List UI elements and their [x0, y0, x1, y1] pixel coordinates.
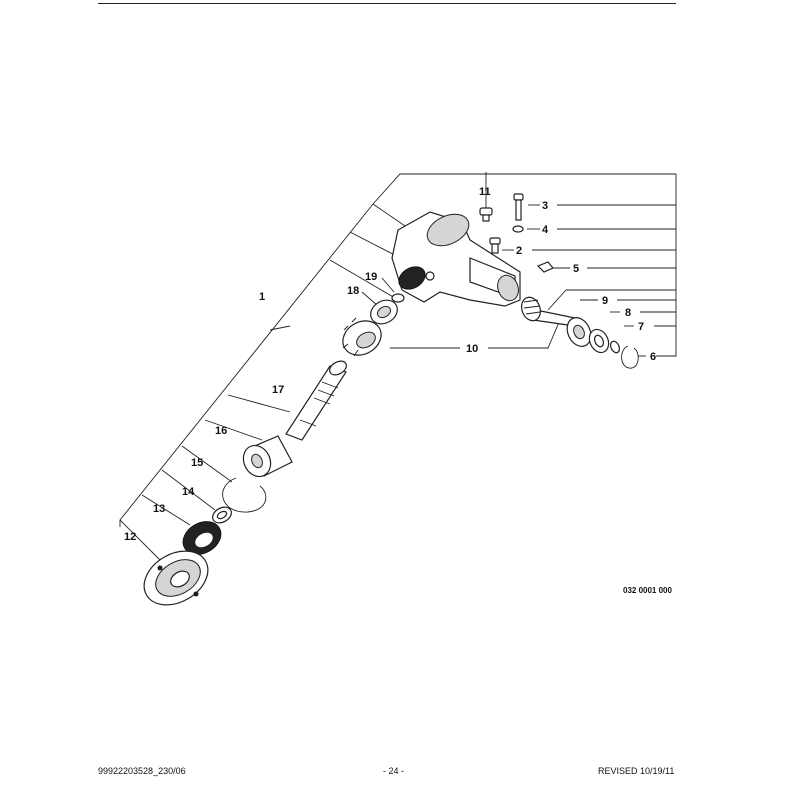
screw-11	[479, 207, 493, 222]
callout-8: 8	[625, 307, 631, 319]
callout-13: 13	[153, 503, 165, 515]
callout-12: 12	[124, 531, 136, 543]
bearing-18	[370, 299, 398, 325]
callout-11: 11	[479, 186, 491, 198]
callout-6: 6	[650, 351, 656, 363]
parts	[143, 193, 639, 606]
output-shaft-17	[285, 360, 347, 441]
spacer-8	[588, 328, 610, 354]
callout-5: 5	[573, 263, 579, 275]
callout-16: 16	[215, 425, 227, 437]
washer-19	[391, 293, 405, 303]
callout-14: 14	[182, 486, 195, 498]
callout-3: 3	[542, 200, 548, 212]
footer-document-number: 99922203528_230/06	[98, 766, 186, 776]
callout-4: 4	[542, 224, 549, 236]
key-5	[536, 261, 554, 273]
drawing-code: 032 0001 000	[623, 586, 672, 595]
callout-7: 7	[638, 321, 644, 333]
ring-7	[609, 340, 621, 354]
bearing-9	[566, 317, 592, 347]
callout-18: 18	[347, 285, 359, 297]
callout-15: 15	[191, 457, 203, 469]
cover-12	[143, 550, 209, 606]
circlip-15	[222, 477, 267, 513]
callout-17: 17	[272, 384, 284, 396]
callout-10: 10	[466, 343, 478, 355]
callout-9: 9	[602, 295, 608, 307]
gear-housing	[391, 211, 521, 307]
spacer-14	[212, 506, 232, 524]
footer-revision: REVISED 10/19/11	[598, 766, 675, 776]
leader-lines	[119, 172, 677, 561]
bevel-gear-10	[342, 317, 382, 357]
screw-3	[513, 193, 524, 221]
callout-2: 2	[516, 245, 522, 257]
pinion-shaft	[520, 296, 576, 327]
callout-19: 19	[365, 271, 377, 283]
callout-1: 1	[259, 291, 265, 303]
bearing-16	[242, 435, 293, 478]
washer-4	[512, 225, 524, 233]
screw-2	[489, 237, 501, 254]
callout-labels: 1 2 3 4 5 6 7 8 9 10 11 12 13 14 15 16 1…	[124, 186, 656, 543]
seal-13	[182, 521, 222, 555]
top-rule	[98, 3, 676, 4]
circlip-6	[621, 345, 639, 369]
footer-page-number: - 24 -	[383, 766, 405, 776]
